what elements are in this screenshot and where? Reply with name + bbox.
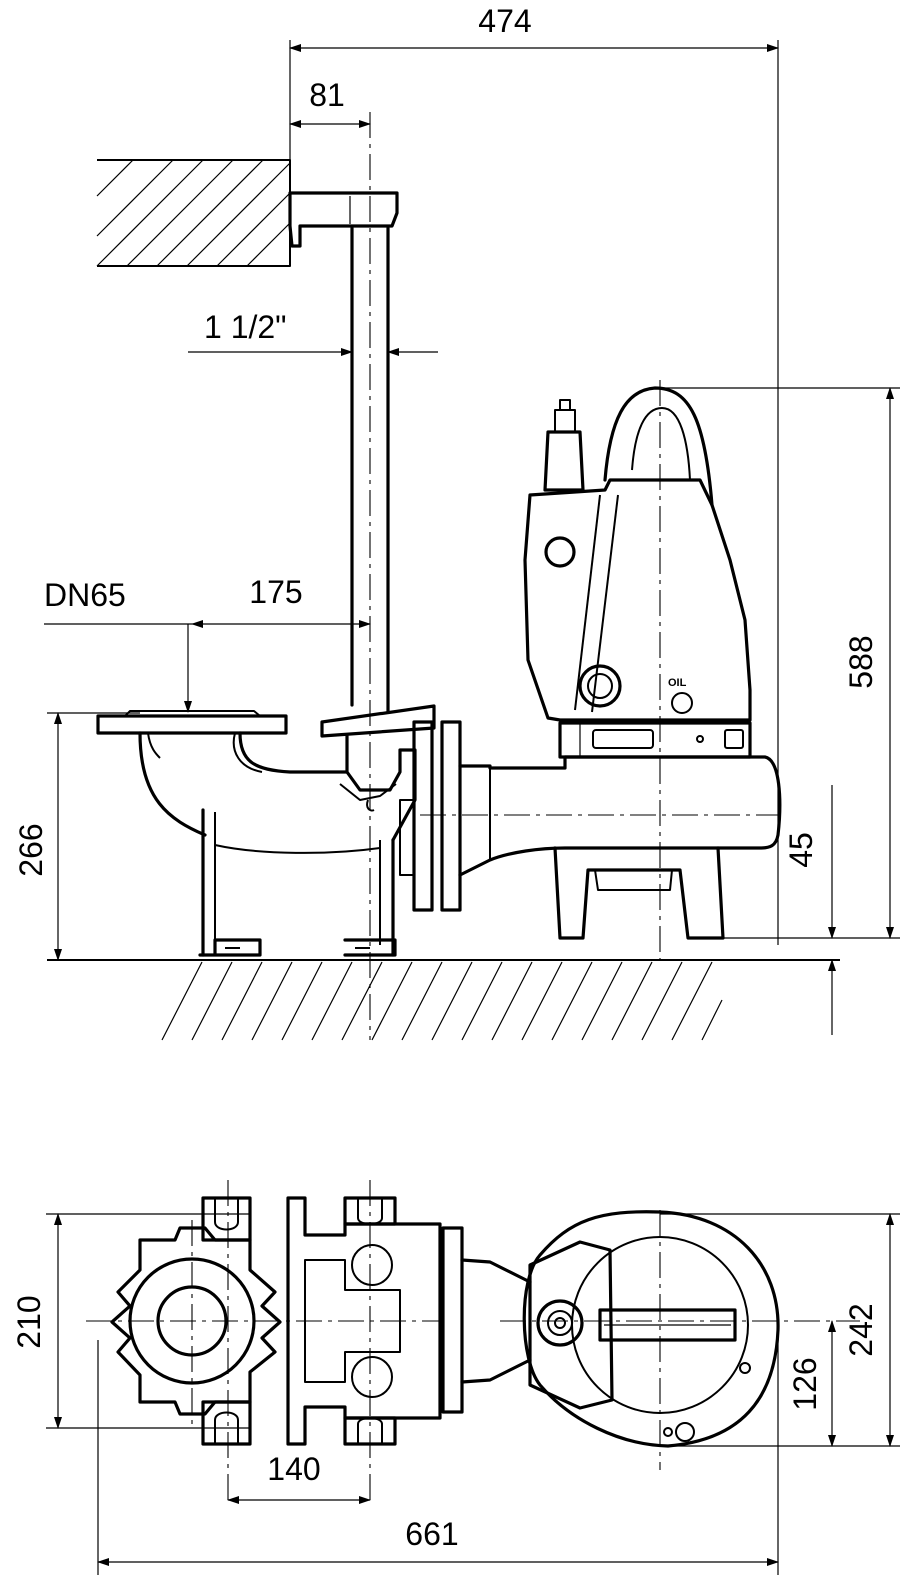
dim-140-label: 140 xyxy=(267,1451,320,1487)
oil-label: OIL xyxy=(668,677,687,689)
dimension-81: 81 xyxy=(289,77,371,128)
dim-474-label: 474 xyxy=(478,3,531,39)
dim-266-label: 266 xyxy=(13,823,49,876)
dim-242-label: 242 xyxy=(843,1303,879,1356)
cable-entry xyxy=(543,399,585,492)
dim-dn65-label: DN65 xyxy=(44,577,126,613)
pump-ring xyxy=(558,721,752,759)
plan-pump-flange xyxy=(441,1226,532,1414)
dim-81-label: 81 xyxy=(309,77,345,113)
dimension-140: 140 xyxy=(227,1451,371,1504)
plan-bracket xyxy=(227,1180,442,1500)
dimension-588: 588 xyxy=(660,387,900,939)
pump-handle xyxy=(603,386,714,507)
guide-pipe xyxy=(350,112,390,1040)
dimension-126: 126 xyxy=(787,1320,836,1447)
guide-rail-bracket xyxy=(288,191,399,248)
dimension-45: 45 xyxy=(783,785,836,1035)
dimension-175: DN65 175 xyxy=(44,574,371,713)
pump-base xyxy=(553,846,725,940)
discharge-elbow xyxy=(96,704,436,957)
dim-661-label: 661 xyxy=(405,1516,458,1552)
wall-hatching xyxy=(96,159,291,267)
dimension-474: 474 xyxy=(289,3,779,945)
dim-210-label: 210 xyxy=(11,1295,47,1348)
dim-175-label: 175 xyxy=(249,574,302,610)
pump-volute xyxy=(420,755,782,877)
dimension-210: 210 xyxy=(11,1213,250,1429)
dimension-266: 266 xyxy=(13,712,140,961)
floor-hatching xyxy=(47,959,840,1041)
dimension-661: 661 xyxy=(97,1330,779,1575)
dimension-pipe: 1 1/2" xyxy=(188,309,438,356)
dim-126-label: 126 xyxy=(787,1357,823,1410)
pump-motor: OIL xyxy=(523,380,752,960)
dim-pipe-label: 1 1/2" xyxy=(204,309,287,345)
dim-588-label: 588 xyxy=(843,635,879,688)
plan-pump-body xyxy=(500,1210,860,1470)
pump-flange xyxy=(399,720,462,912)
dim-45-label: 45 xyxy=(783,832,819,868)
dimension-242: 242 xyxy=(660,1213,900,1447)
